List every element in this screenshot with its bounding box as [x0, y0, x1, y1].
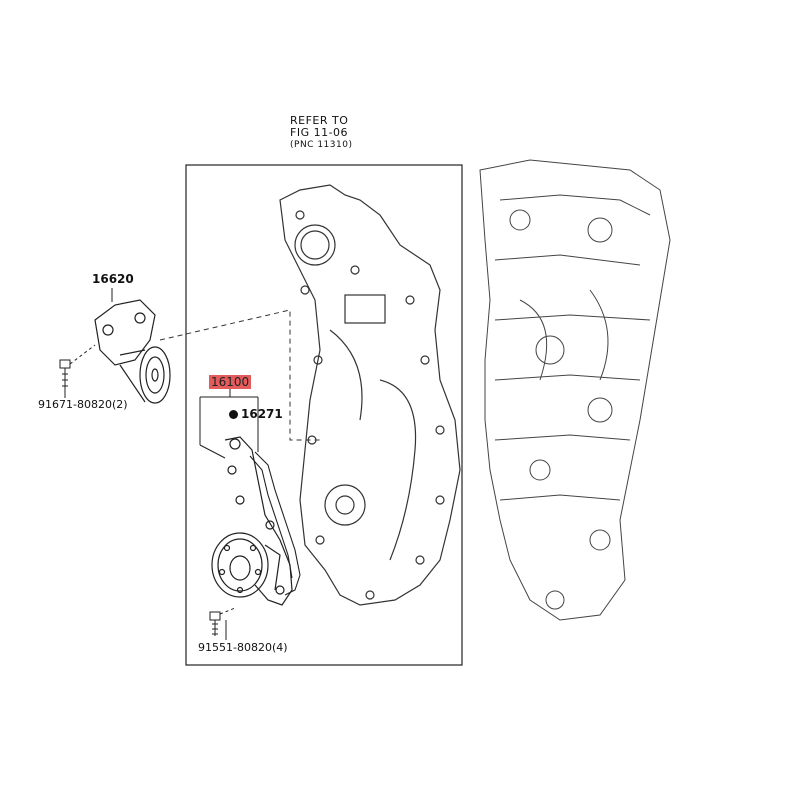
timing-cover: [279, 184, 461, 606]
reference-line3: (PNC 11310): [290, 140, 353, 150]
group-bracket: [199, 385, 259, 459]
tensioner-bolt: [59, 344, 96, 398]
part-label-tensioner: 16620: [92, 272, 134, 286]
reference-line1: REFER TO: [290, 114, 349, 127]
reference-note: REFER TO FIG 11-06 (PNC 11310): [290, 115, 352, 151]
highlighted-part-number: 16100: [209, 375, 252, 389]
part-label-water-pump-assy: 16100: [209, 371, 252, 390]
belt-tensioner: [94, 299, 171, 404]
part-label-pump-bolt: 91551-80820(4): [198, 641, 288, 654]
gasket-number: 16271: [241, 407, 283, 421]
dashed-leader-tensioner: [159, 309, 320, 441]
gasket-16271: [249, 451, 301, 596]
reference-line2: FIG 11-06: [290, 126, 349, 139]
bullet-dot-icon: [229, 410, 238, 419]
reference-frame: [185, 164, 463, 666]
part-label-gasket: 16271: [229, 407, 283, 421]
part-label-tensioner-bolt: 91671-80820(2): [38, 398, 128, 411]
engine-block: [479, 159, 671, 621]
water-pump: [211, 436, 293, 606]
pump-bolt: [209, 607, 236, 640]
